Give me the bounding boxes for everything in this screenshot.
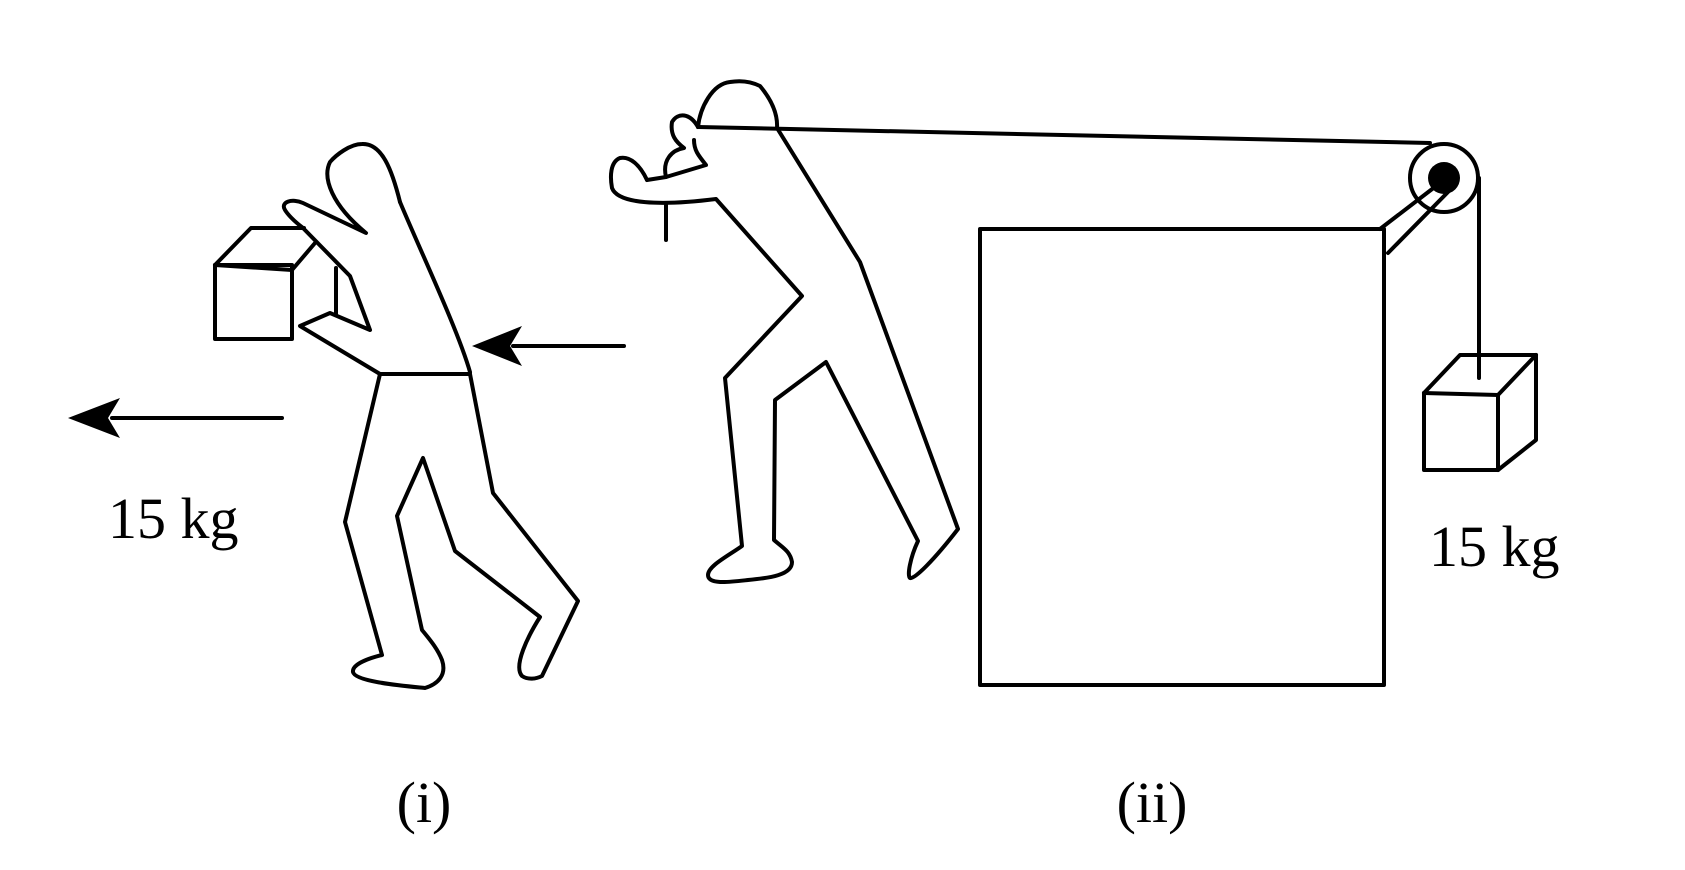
motion-arrow xyxy=(68,398,284,438)
carried-box xyxy=(213,226,338,341)
caption-ii: (ii) xyxy=(1117,770,1188,835)
force-arrow-small xyxy=(472,326,626,366)
caption-i: (i) xyxy=(397,770,452,835)
pulley-axle xyxy=(1428,162,1460,194)
panel-ii: 15 kg (ii) xyxy=(609,79,1560,835)
rope xyxy=(696,125,1481,380)
mass-label-right: 15 kg xyxy=(1429,514,1560,579)
mass-label-left: 15 kg xyxy=(108,486,239,551)
large-block xyxy=(978,227,1386,687)
pulley xyxy=(1378,142,1480,255)
panel-i: 15 kg (i) xyxy=(68,141,626,835)
person-carrying-box xyxy=(281,141,580,690)
hanging-box xyxy=(1422,353,1538,472)
person-pulling-rope xyxy=(609,79,960,584)
